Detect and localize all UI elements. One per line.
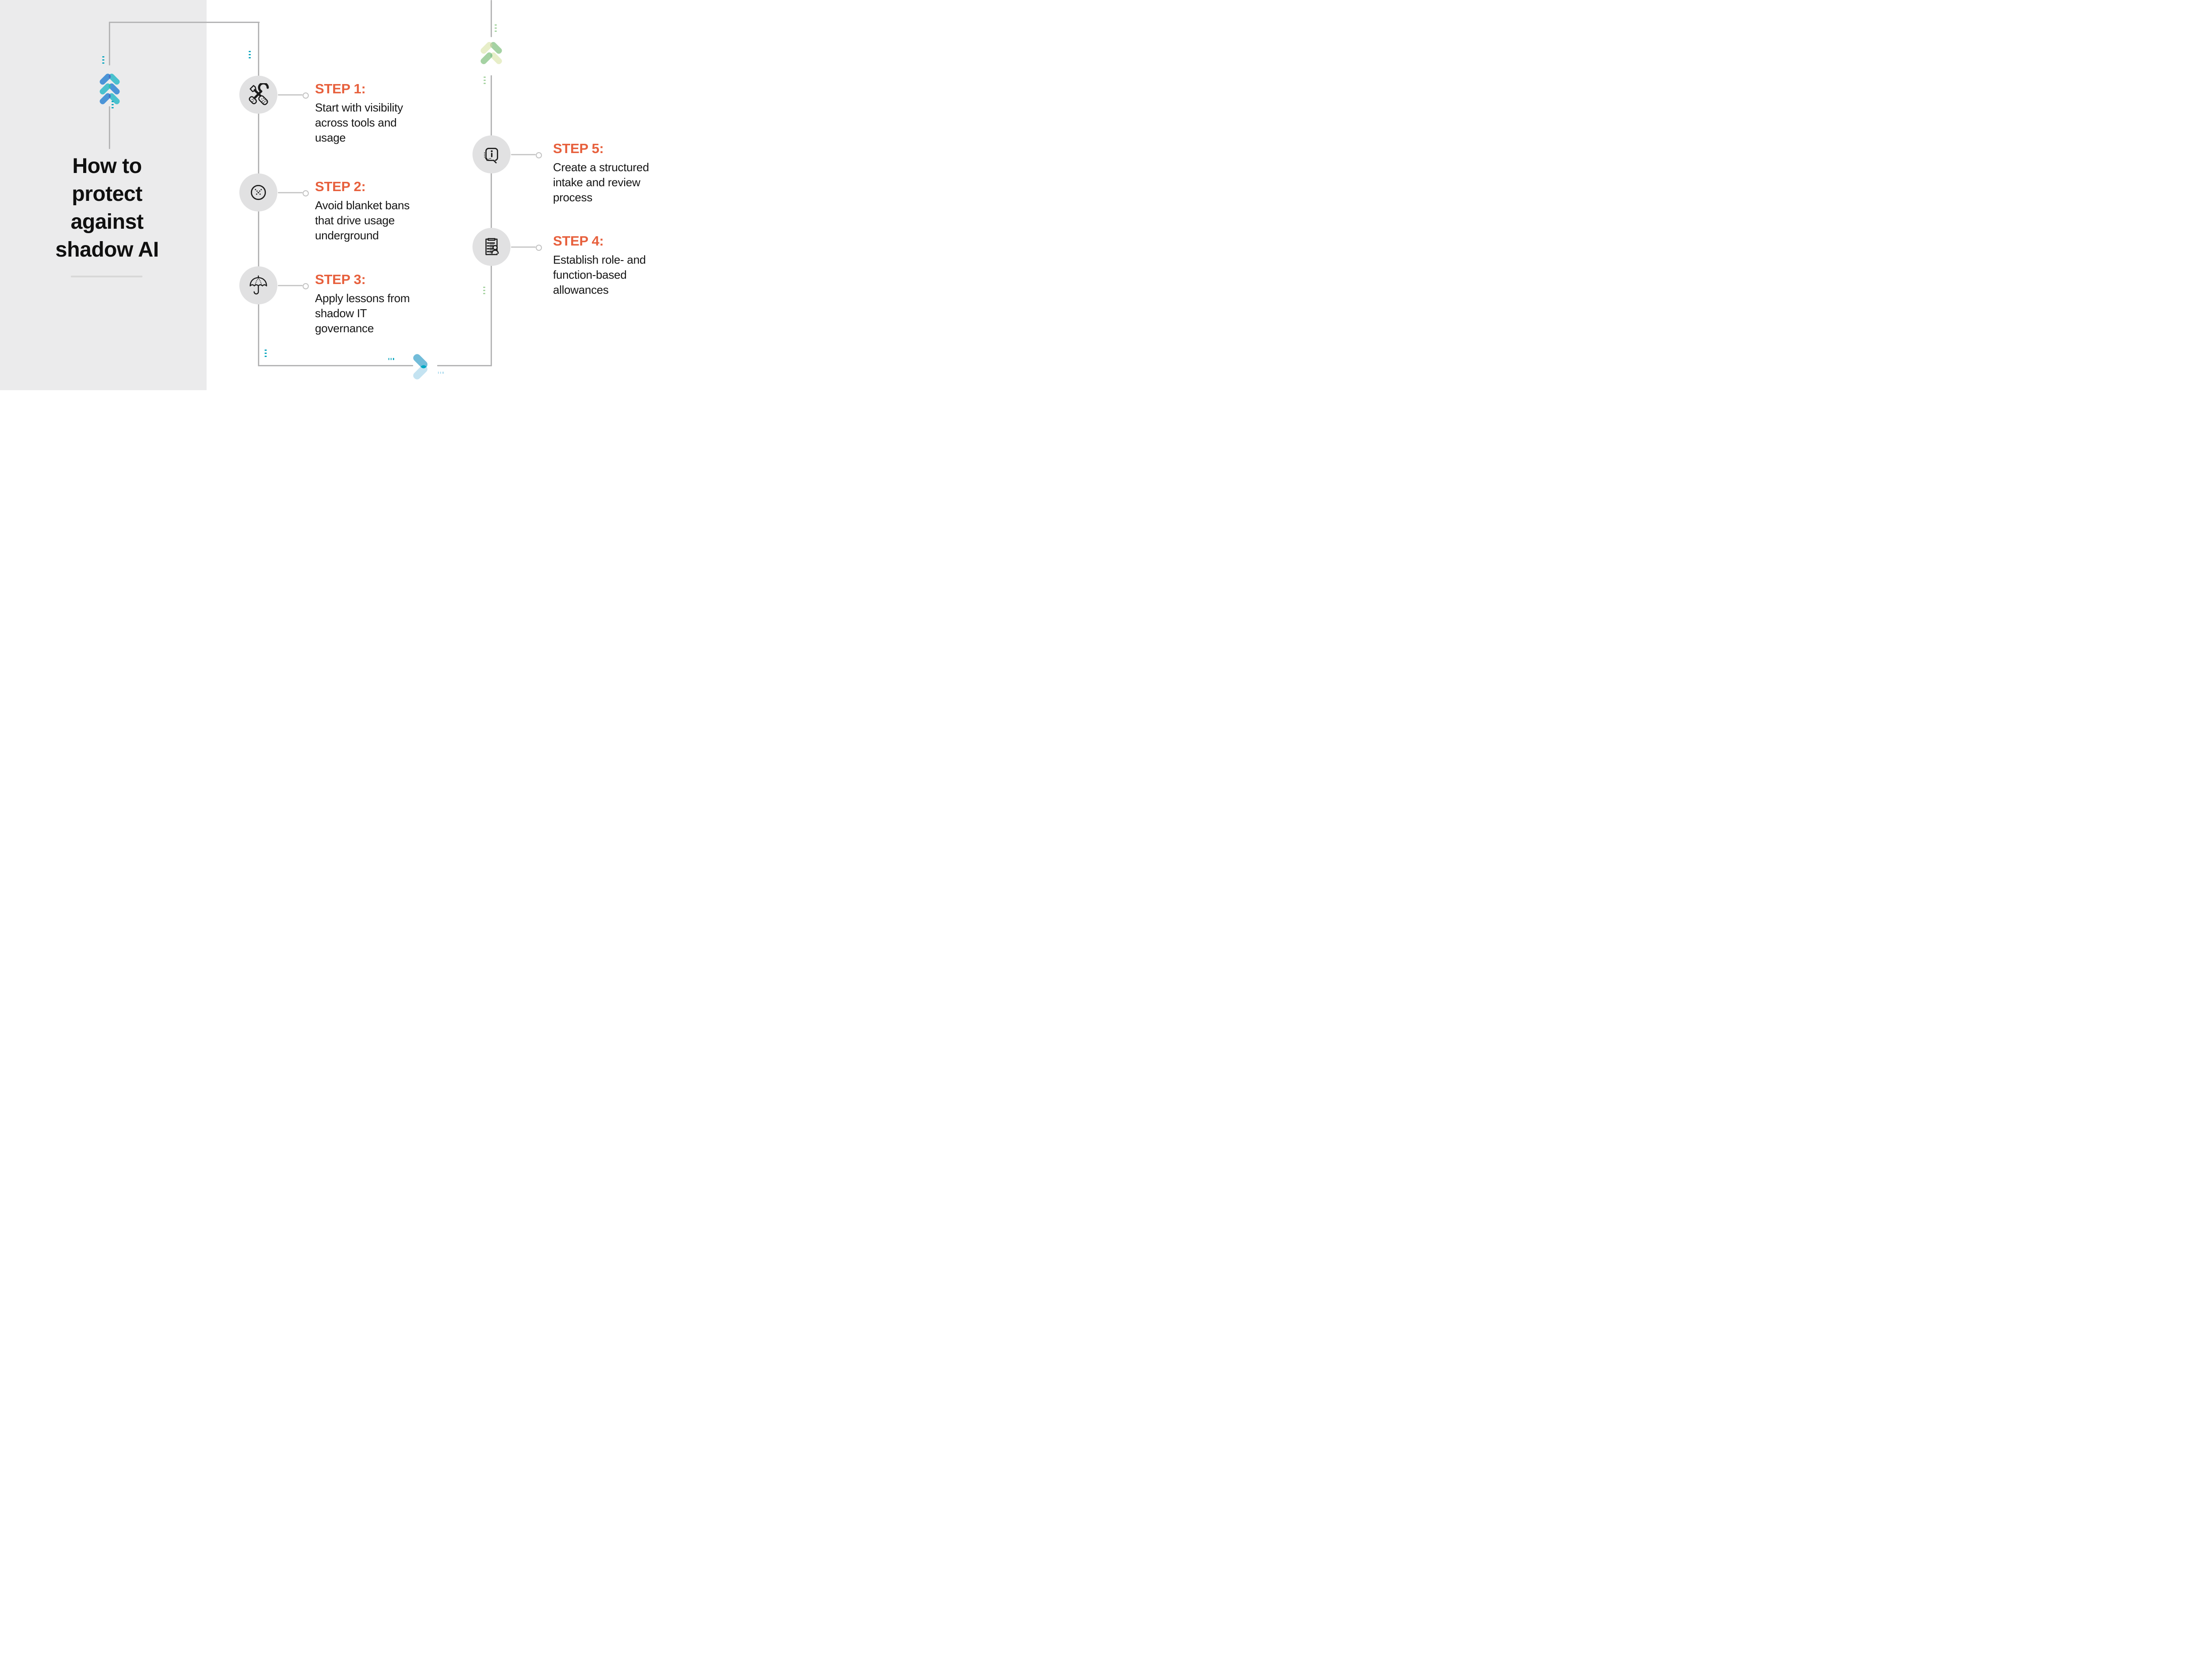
step-2-circle (239, 173, 277, 211)
connector-title-vertical-lower (109, 106, 110, 149)
step-5-circle (472, 135, 511, 173)
connector-bottom-horizontal-right (437, 365, 492, 366)
teal-dots-title-bottom (111, 101, 114, 108)
info-bubble-icon (484, 148, 498, 164)
chevron-2 (480, 52, 502, 65)
step-3-connector (278, 284, 303, 286)
step-4-heading: STEP 4: (553, 233, 604, 249)
step-5-body: Create a structured intake and review pr… (553, 161, 649, 204)
chevron-3 (100, 93, 120, 104)
lightblue-dots-bottom-line (438, 372, 444, 374)
step-5-heading: STEP 5: (553, 141, 604, 156)
chevron-2 (100, 83, 120, 95)
green-dots-right-column-top (495, 24, 497, 32)
step-4-body: Establish role- and function-based allow… (553, 253, 646, 296)
step-2-ring (303, 190, 309, 196)
step-1-ring (303, 92, 309, 99)
green-dots-right-column-mid (484, 77, 486, 84)
step-5-connector (511, 154, 536, 155)
step-3-heading: STEP 3: (315, 272, 366, 287)
tools-icon (249, 83, 269, 105)
step-4-circle (472, 228, 511, 266)
step-2-heading: STEP 2: (315, 179, 366, 194)
page-title: How to protect against shadow AI (55, 154, 159, 261)
step-2-connector (278, 192, 303, 193)
teal-dots-bottom-line (388, 358, 394, 360)
triple-chevron-decoration-blue (100, 73, 120, 104)
title-divider (71, 276, 142, 277)
left-panel-background (0, 0, 207, 390)
chevron-1 (480, 42, 502, 54)
step-3-circle (239, 266, 277, 304)
step-4-connector (511, 246, 536, 248)
green-dots-right-column-bottom (483, 287, 485, 294)
document-person-icon (485, 238, 499, 255)
teal-dots-left-column-top (249, 51, 251, 58)
connector-right-column-vertical-upper (491, 0, 492, 37)
right-chevron-decoration-blue (413, 354, 428, 380)
teal-dots-left-column-bottom (265, 349, 267, 357)
step-3-ring (303, 283, 309, 289)
connector-right-column-vertical-lower (491, 75, 492, 366)
crossed-out-icon (250, 184, 266, 200)
step-1-heading: STEP 1: (315, 81, 366, 96)
step-5-ring (536, 152, 542, 158)
step-2-body: Avoid blanket bans that drive usage unde… (315, 199, 410, 242)
step-4-ring (536, 244, 542, 251)
connector-title-vertical-upper (109, 22, 110, 65)
umbrella-icon (250, 275, 267, 295)
step-1-circle (239, 76, 277, 114)
connector-bottom-horizontal-left (258, 365, 413, 366)
double-chevron-decoration-green (480, 42, 502, 65)
connector-top-horizontal (109, 22, 260, 23)
chevron-1 (100, 73, 120, 85)
step-3-body: Apply lessons from shadow IT governance (315, 292, 410, 335)
teal-dots-title-top (102, 56, 104, 64)
step-1-connector (278, 94, 303, 96)
step-1-body: Start with visibility across tools and u… (315, 101, 403, 144)
chevron-1 (413, 354, 428, 380)
infographic-canvas: How to protect against shadow AI STEP 1:… (0, 0, 694, 390)
